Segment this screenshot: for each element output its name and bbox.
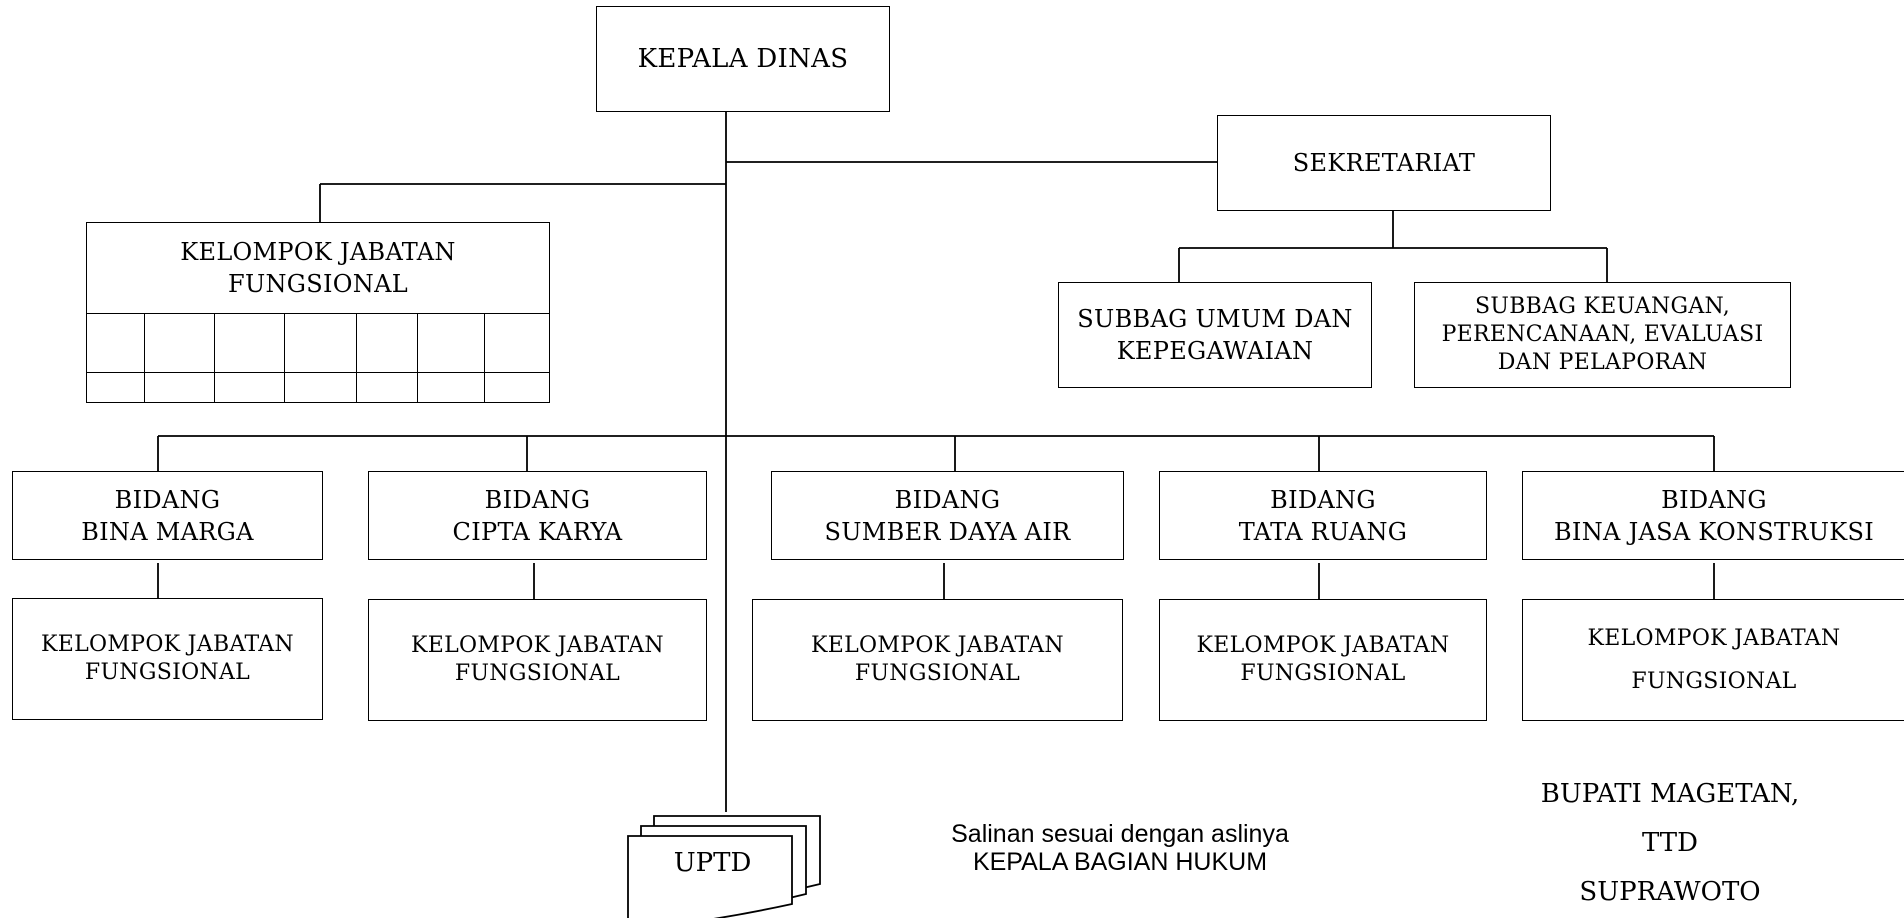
kjf-title: KELOMPOK JABATAN FUNGSIONAL — [87, 223, 549, 313]
bidang-name: SUMBER DAYA AIR — [824, 517, 1071, 546]
bidang-bina-jasa-konstruksi-box: BIDANG BINA JASA KONSTRUKSI — [1522, 471, 1904, 560]
kjf-grid-row — [87, 313, 549, 373]
subbag-keuangan-box: SUBBAG KEUANGAN, PERENCANAAN, EVALUASI D… — [1414, 282, 1791, 388]
bidang-cipta-karya-box: BIDANG CIPTA KARYA — [368, 471, 707, 560]
bidang-name: TATA RUANG — [1238, 517, 1408, 546]
subbag-umum-box: SUBBAG UMUM DAN KEPEGAWAIAN — [1058, 282, 1372, 388]
kjf-grid-cell — [87, 372, 145, 402]
uptd-text: UPTD — [673, 848, 752, 878]
kjf-line1: KELOMPOK JABATAN — [1587, 626, 1841, 651]
bidang-label: BIDANG — [1661, 485, 1767, 514]
uptd-label: UPTD — [640, 848, 785, 878]
kjf-sumber-daya-air-box: KELOMPOK JABATAN FUNGSIONAL — [752, 599, 1123, 721]
subbag-umum-line2: KEPEGAWAIAN — [1116, 337, 1314, 365]
bupati-ttd: TTD — [1641, 828, 1698, 858]
bidang-name: CIPTA KARYA — [452, 517, 623, 546]
kelompok-jabatan-fungsional-box: KELOMPOK JABATAN FUNGSIONAL — [86, 222, 550, 403]
kjf-grid-cell — [484, 313, 549, 373]
bupati-signature-block: BUPATI MAGETAN, TTD SUPRAWOTO — [1500, 770, 1840, 917]
bidang-name: BINA MARGA — [81, 517, 254, 546]
kjf-grid-cell — [484, 372, 549, 402]
kjf-title-line1: KELOMPOK JABATAN — [180, 238, 456, 266]
kjf-grid-cell — [356, 372, 418, 402]
kepala-dinas-box: KEPALA DINAS — [596, 6, 890, 112]
salinan-line2: KEPALA BAGIAN HUKUM — [972, 848, 1268, 876]
kjf-line1: KELOMPOK JABATAN — [41, 632, 294, 657]
bupati-name: SUPRAWOTO — [1579, 877, 1761, 907]
subbag-keuangan-line1: SUBBAG KEUANGAN, — [1475, 294, 1730, 319]
kjf-line2: FUNGSIONAL — [1631, 669, 1797, 694]
kjf-grid-cell — [143, 372, 215, 402]
kjf-grid-cell — [213, 372, 285, 402]
bidang-label: BIDANG — [114, 485, 221, 514]
salinan-line1: Salinan sesuai dengan aslinya — [951, 820, 1289, 848]
kjf-grid-cell — [356, 313, 418, 373]
bidang-name: BINA JASA KONSTRUKSI — [1554, 517, 1874, 546]
bidang-sumber-daya-air-box: BIDANG SUMBER DAYA AIR — [771, 471, 1124, 560]
kjf-line1: KELOMPOK JABATAN — [411, 633, 664, 658]
bupati-title: BUPATI MAGETAN, — [1540, 779, 1800, 809]
kepala-dinas-label: KEPALA DINAS — [637, 44, 849, 74]
kjf-tata-ruang-box: KELOMPOK JABATAN FUNGSIONAL — [1159, 599, 1487, 721]
kjf-grid-cell — [417, 313, 485, 373]
subbag-keuangan-line2: PERENCANAAN, EVALUASI — [1441, 322, 1764, 347]
subbag-keuangan-line3: DAN PELAPORAN — [1497, 350, 1708, 375]
kjf-line1: KELOMPOK JABATAN — [811, 633, 1064, 658]
kjf-bina-marga-box: KELOMPOK JABATAN FUNGSIONAL — [12, 598, 323, 720]
kjf-grid-cell — [417, 372, 485, 402]
kjf-line2: FUNGSIONAL — [854, 661, 1021, 686]
kjf-line1: KELOMPOK JABATAN — [1196, 633, 1450, 658]
kjf-grid-cell — [143, 313, 215, 373]
kjf-line2: FUNGSIONAL — [1240, 661, 1406, 686]
sekretariat-label: SEKRETARIAT — [1292, 149, 1476, 177]
kjf-title-line2: FUNGSIONAL — [228, 270, 408, 298]
uptd-document-stack-icon — [627, 815, 821, 918]
subbag-umum-line1: SUBBAG UMUM DAN — [1077, 305, 1353, 333]
bidang-bina-marga-box: BIDANG BINA MARGA — [12, 471, 323, 560]
bidang-tata-ruang-box: BIDANG TATA RUANG — [1159, 471, 1487, 560]
bidang-label: BIDANG — [484, 485, 591, 514]
kjf-line2: FUNGSIONAL — [454, 661, 621, 686]
salinan-note: Salinan sesuai dengan aslinya KEPALA BAG… — [900, 820, 1340, 876]
kjf-grid-cell — [283, 313, 357, 373]
kjf-grid — [87, 313, 549, 402]
kjf-line2: FUNGSIONAL — [84, 660, 251, 685]
kjf-grid-cell — [87, 314, 144, 373]
kjf-grid-row — [87, 372, 549, 402]
sekretariat-box: SEKRETARIAT — [1217, 115, 1551, 211]
kjf-grid-cell — [213, 313, 285, 373]
kjf-grid-cell — [283, 372, 357, 402]
bidang-label: BIDANG — [1270, 485, 1376, 514]
kjf-bina-jasa-konstruksi-box: KELOMPOK JABATAN FUNGSIONAL — [1522, 599, 1904, 721]
bidang-label: BIDANG — [894, 485, 1001, 514]
kjf-cipta-karya-box: KELOMPOK JABATAN FUNGSIONAL — [368, 599, 707, 721]
